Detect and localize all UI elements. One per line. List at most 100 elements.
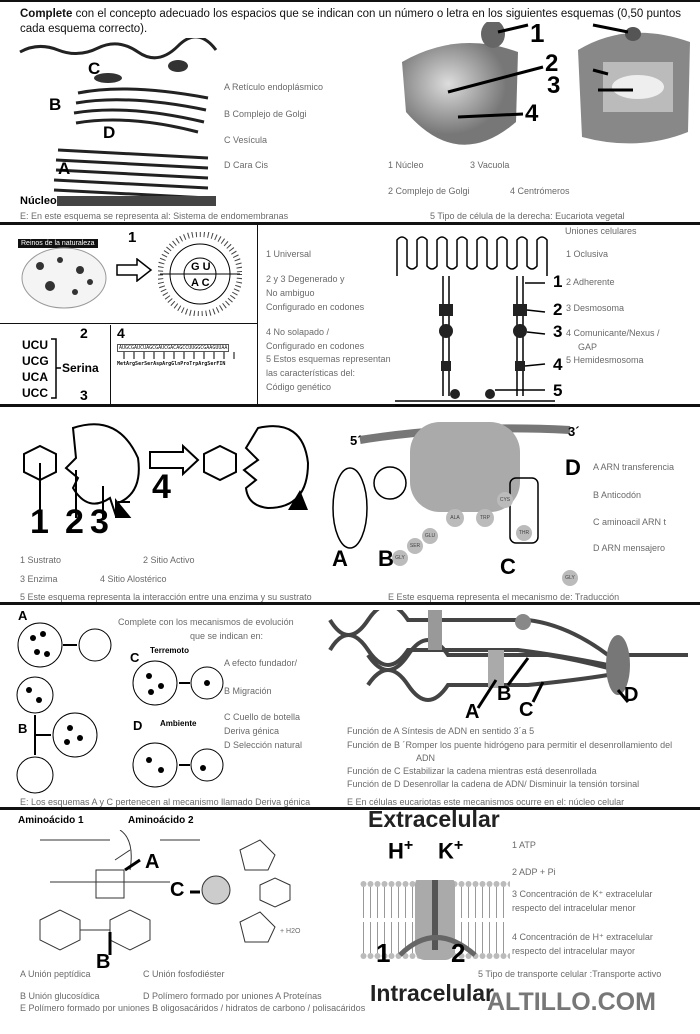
junction-answer-2: 2 Adherente (566, 277, 615, 287)
translation-diagram (332, 422, 578, 586)
answer-s1-a: A Retículo endoplásmico (224, 82, 324, 92)
label-s2-4: 4 (117, 325, 125, 341)
enzyme-label-4: 4 (152, 468, 171, 506)
pump-label-1: 1 (376, 938, 391, 968)
evo-answer-e: E: Los esquemas A y C pertenecen al meca… (20, 797, 311, 807)
trans-label-b: B (378, 546, 394, 571)
dna-label-b: B (497, 683, 512, 705)
evolution-diagrams (16, 622, 224, 794)
dna-label-c: C (519, 699, 534, 721)
codon-ucg: UCG (22, 354, 49, 368)
dna-function-d: Función de D Desenrollar la cadena de AD… (347, 779, 640, 789)
answer-s1-b: B Complejo de Golgi (224, 109, 307, 119)
evo-label-b: B (18, 721, 28, 736)
enzyme-diagram (23, 423, 310, 518)
divider-4 (0, 807, 700, 810)
amino-acid-label: GLY (565, 575, 575, 581)
label-b: B (49, 95, 62, 114)
answer-s1-d: D Cara Cis (224, 160, 269, 170)
dna-label-d: D (624, 684, 639, 706)
top-border (0, 0, 700, 2)
divider-1 (0, 222, 700, 225)
amino-acid-label: TRP (480, 515, 490, 521)
arrow-right-icon (116, 258, 153, 282)
code-answer-1: 1 Universal (266, 249, 312, 259)
codon-wheel: G U A C (158, 232, 242, 316)
membrane-pump-diagram (360, 880, 510, 960)
biomolecule-bonds-diagram (39, 830, 291, 955)
transport-answer-2: 2 ADP + Pi (512, 867, 556, 877)
dna-function-a: Función de A Síntesis de ADN en sentido … (347, 726, 535, 736)
junction-answer-4: 4 Comunicante/Nexus / (566, 328, 660, 338)
enzyme-answer-5: 5 Este esquema representa la interacción… (20, 592, 312, 602)
bond-label-c: C (170, 879, 185, 901)
trans-answer-e: E Este esquema representa el mecanismo d… (388, 592, 620, 602)
answer-s1-5: 5 Tipo de célula de la derecha: Eucariot… (430, 211, 625, 221)
transport-answer-3b: respecto del intracelular menor (512, 903, 636, 913)
answer-s1-2: 2 Complejo de Golgi (388, 186, 470, 196)
bond-answer-b: B Unión glucosídica (20, 991, 100, 1001)
trans-answer-d: D ARN mensajero (593, 543, 666, 553)
mrna-5-end: 5´ (350, 433, 362, 448)
label-2: 2 (545, 50, 559, 77)
aminoacid-2-label: Aminoácido 2 (128, 815, 194, 826)
protein-sequence: MetArgSerSerAspArgGlnProTrpArgSerFIN (117, 361, 226, 367)
evo-intro-1: Complete con los mecanismos de evolución (118, 617, 294, 627)
label-s2-2: 2 (80, 325, 88, 341)
label-nucleo: Núcleo (20, 195, 57, 207)
answer-s1-4: 4 Centrómeros (510, 186, 570, 196)
divider-2 (0, 404, 700, 407)
evo-label-c: C (130, 650, 140, 665)
reinos-box: Reinos de la naturaleza (18, 232, 110, 314)
evo-answer-c2: Deriva génica (224, 726, 280, 736)
junction-label-2: 2 (553, 300, 563, 319)
codon-bracket (51, 338, 61, 399)
junction-answer-5: 5 Hemidesmosoma (566, 355, 644, 365)
trans-label-c: C (500, 554, 516, 579)
enzyme-answer-1: 1 Sustrato (20, 555, 62, 565)
label-a: A (58, 159, 71, 178)
evo-answer-d: D Selección natural (224, 740, 303, 750)
divider-vertical-inner (110, 325, 111, 405)
aminoacid-1-label: Aminoácido 1 (18, 815, 84, 826)
evo-label-a: A (18, 608, 28, 623)
reinos-title: Reinos de la naturaleza (18, 239, 98, 248)
evo-answer-c: C Cuello de botella (224, 712, 301, 722)
watermark: ALTILLO.COM (487, 988, 656, 1016)
amino-acid-label: THR (518, 530, 530, 536)
label-4: 4 (525, 100, 539, 127)
svg-text:A C: A C (191, 277, 210, 289)
junction-label-4: 4 (553, 355, 563, 374)
trans-answer-c: C aminoacil ARN t (593, 517, 667, 527)
pump-label-2: 2 (451, 938, 466, 968)
code-answer-6: Configurado en codones (266, 341, 365, 351)
divider-inner (0, 323, 257, 324)
amino-acid-label: ALA (450, 515, 460, 521)
junction-label-5: 5 (553, 381, 563, 400)
amino-acid-label: GLU (424, 533, 436, 539)
extracelular-label: Extracelular (368, 806, 500, 832)
cell-junctions-diagram (395, 236, 555, 406)
enzyme-answer-3: 3 Enzima (20, 574, 58, 584)
endomembrane-diagram (19, 38, 218, 206)
code-answer-4: Configurado en codones (266, 302, 365, 312)
code-answer-3: No ambiguo (266, 288, 315, 298)
answer-s1-1: 1 Núcleo (388, 160, 424, 170)
dna-function-b2: ADN (416, 753, 436, 763)
code-answer-5: 4 No solapado / (266, 327, 330, 337)
bond-answer-a: A Unión peptídica (20, 969, 91, 979)
bond-label-b: B (96, 951, 111, 973)
label-s2-1: 1 (128, 229, 137, 246)
answer-s1-3: 3 Vacuola (470, 160, 510, 170)
mrna-sequence: AUGCGAUCUAGCGAUCGACAGCCUUGGCGAAGUUAA (117, 344, 230, 352)
divider-vertical (257, 225, 258, 405)
label-s2-3: 3 (80, 387, 88, 403)
enzyme-answer-2: 2 Sitio Activo (143, 555, 195, 565)
transport-answer-4b: respecto del intracelular mayor (512, 946, 636, 956)
bond-answer-c: C Unión fosfodiéster (143, 969, 225, 979)
water-label: + H2O (280, 928, 301, 935)
kingdoms-circle-icon (21, 247, 107, 309)
trans-answer-b: B Anticodón (593, 490, 642, 500)
transport-answer-5: 5 Tipo de transporte celular :Transporte… (478, 969, 662, 979)
bond-answer-d: D Polímero formado por uniones A Proteín… (143, 991, 322, 1001)
